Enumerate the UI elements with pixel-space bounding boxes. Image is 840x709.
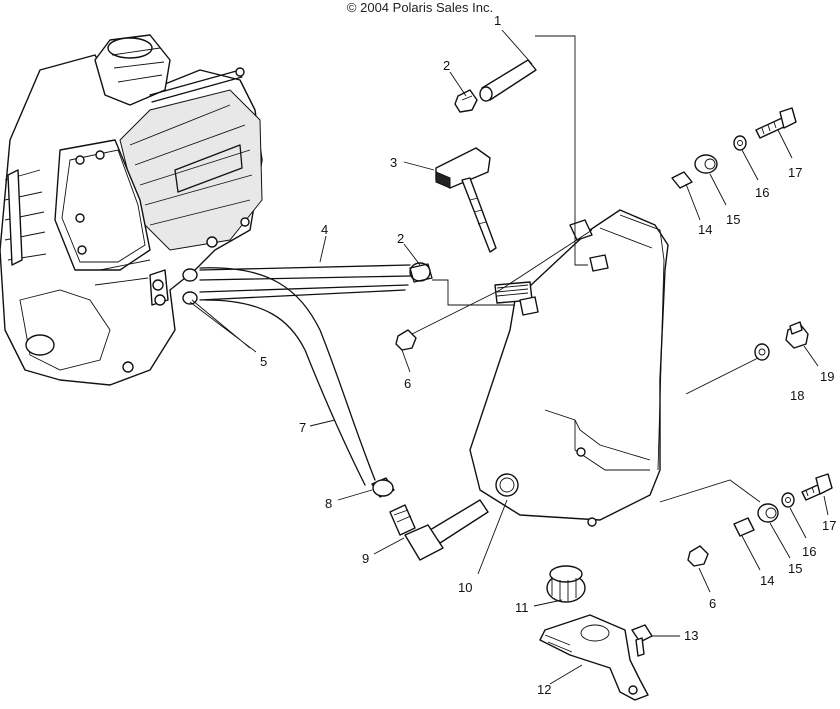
- grommet-15-upper: [694, 154, 718, 174]
- bolt-17-lower: [801, 473, 833, 501]
- spacer-14-upper: [671, 171, 693, 189]
- dipstick-3: [435, 147, 497, 253]
- callout-12: 12: [537, 682, 551, 697]
- callout-18: 18: [790, 388, 804, 403]
- callout-14-lower: 14: [760, 573, 774, 588]
- callout-3: 3: [390, 155, 397, 170]
- callout-9: 9: [362, 551, 369, 566]
- washer-18: [754, 343, 770, 361]
- callout-5: 5: [260, 354, 267, 369]
- callout-labels: 1 2 2 3 4 5 6 6 7 8 9 10 11 12 13 14 14 …: [260, 13, 836, 697]
- tube-1: [479, 59, 537, 102]
- leader-lines: [189, 29, 829, 685]
- washer-16-upper: [733, 135, 747, 151]
- bracket-12: [539, 614, 649, 701]
- callout-17-lower: 17: [822, 518, 836, 533]
- clamp-5-pair: [182, 268, 198, 305]
- callout-2-clamp: 2: [397, 231, 404, 246]
- callout-15-lower: 15: [788, 561, 802, 576]
- copyright-notice: © 2004 Polaris Sales Inc.: [346, 0, 494, 15]
- callout-2-cap: 2: [443, 58, 450, 73]
- callout-7: 7: [299, 420, 306, 435]
- callout-17-upper: 17: [788, 165, 802, 180]
- callout-16-lower: 16: [802, 544, 816, 559]
- cap-2: [454, 89, 478, 113]
- callout-13: 13: [684, 628, 698, 643]
- clamp-2-hose: [409, 262, 433, 283]
- fitting-19: [785, 321, 809, 349]
- callout-1: 1: [494, 13, 501, 28]
- cap-11: [546, 565, 586, 603]
- callout-14-upper: 14: [698, 222, 712, 237]
- callout-15-upper: 15: [726, 212, 740, 227]
- nut-6-lower: [687, 545, 709, 567]
- hose-4: [199, 264, 411, 301]
- nut-6-upper: [395, 329, 417, 351]
- oil-tank-10: [469, 209, 669, 527]
- engine-assembly: [0, 34, 263, 386]
- spacer-14-lower: [733, 517, 755, 537]
- callout-16-upper: 16: [755, 185, 769, 200]
- clamp-8: [371, 477, 395, 498]
- callout-19: 19: [820, 369, 834, 384]
- callout-6-upper: 6: [404, 376, 411, 391]
- callout-10: 10: [458, 580, 472, 595]
- bolt-17-upper: [755, 107, 797, 139]
- callout-6-lower: 6: [709, 596, 716, 611]
- callout-8: 8: [325, 496, 332, 511]
- grommet-15-lower: [757, 503, 779, 523]
- hose-7: [199, 267, 376, 486]
- callout-11: 11: [515, 600, 529, 615]
- washer-16-lower: [781, 492, 795, 508]
- bolt-13: [631, 624, 653, 657]
- callout-4: 4: [321, 222, 328, 237]
- elbow-fitting-9: [389, 499, 489, 561]
